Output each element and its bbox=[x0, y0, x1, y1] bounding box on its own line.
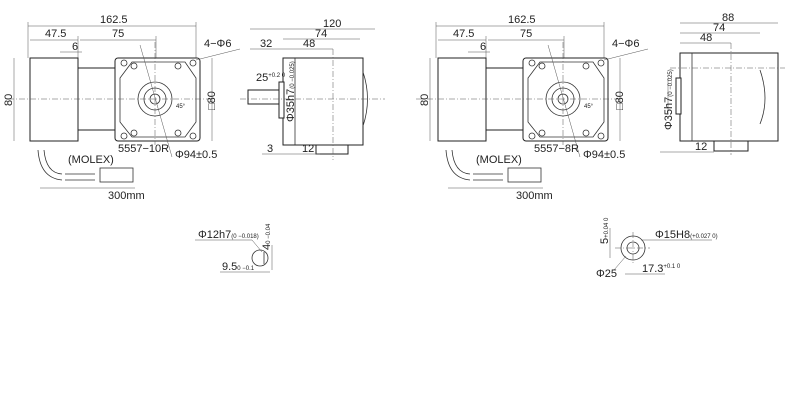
dim-gearbox: 47.5 bbox=[453, 28, 474, 40]
dim-pcd: Φ94±0.5 bbox=[583, 149, 625, 161]
dim-bore-dia: Φ15H8(+0.027 0) bbox=[655, 229, 718, 241]
label-holes: 4−Φ6 bbox=[204, 38, 231, 50]
dim-gearbox: 47.5 bbox=[45, 28, 66, 40]
label-molex: (MOLEX) bbox=[68, 154, 114, 166]
dim-flange-thickness: 3 bbox=[267, 143, 273, 155]
label-angle: 45° bbox=[176, 104, 186, 110]
label-holes: 4−Φ6 bbox=[612, 38, 639, 50]
label-molex: (MOLEX) bbox=[476, 154, 522, 166]
dim-shaft-dia: Φ35h7(0 −0.025) bbox=[663, 69, 675, 130]
dim-cable: 300mm bbox=[516, 190, 553, 202]
dim-square: □80 bbox=[614, 91, 626, 110]
dim-cable: 300mm bbox=[108, 190, 145, 202]
dim-foot: 12 bbox=[302, 143, 314, 155]
left-front-view: 162.5 47.5 75 6 80 □80 4−Φ6 45° 5557−10R… bbox=[3, 14, 241, 202]
dim-height: 80 bbox=[419, 94, 431, 106]
dim-key: 25+0.2 0 bbox=[256, 72, 286, 84]
label-connector: 5557−8R bbox=[534, 143, 579, 155]
right-side-view: 88 74 48 Φ35h7(0 −0.025) 12 bbox=[660, 12, 785, 155]
dim-key-height: 40 −0.04 bbox=[261, 223, 273, 250]
dim-key-width: 5+0.04 0 bbox=[599, 217, 611, 244]
left-side-view: 120 74 32 48 25+0.2 0 Φ35h7(0 −0.025) 3 … bbox=[240, 18, 385, 160]
label-connector: 5557−10R bbox=[118, 143, 169, 155]
dim-overall-length: 162.5 bbox=[508, 14, 536, 26]
bore-detail: 5+0.04 0 Φ15H8(+0.027 0) Φ25 17.3+0.1 0 bbox=[596, 217, 718, 280]
dim-depth: 17.3+0.1 0 bbox=[642, 263, 681, 275]
label-angle: 45° bbox=[584, 104, 594, 110]
dim-side-overall: 120 bbox=[323, 18, 341, 30]
dim-side-body: 74 bbox=[713, 22, 725, 34]
dim-shaft-length: 32 bbox=[260, 38, 272, 50]
dim-foot: 12 bbox=[695, 141, 707, 153]
dim-outer-dia: Φ25 bbox=[596, 268, 617, 280]
right-front-view: 162.5 47.5 75 6 80 □80 4−Φ6 45° 5557−8R … bbox=[416, 14, 649, 202]
dim-flange: 75 bbox=[112, 28, 124, 40]
dim-side-center: 48 bbox=[700, 32, 712, 44]
dim-square: □80 bbox=[206, 91, 218, 110]
dim-side-center: 48 bbox=[303, 38, 315, 50]
dim-pcd: Φ94±0.5 bbox=[175, 149, 217, 161]
dim-overall-length: 162.5 bbox=[100, 14, 128, 26]
dim-side-body: 74 bbox=[315, 28, 327, 40]
shaft-detail: Φ12h7(0 −0.018) 40 −0.04 9.50 −0.1 bbox=[195, 223, 273, 273]
dim-shaft-dia: Φ12h7(0 −0.018) bbox=[198, 229, 259, 241]
dim-flange: 75 bbox=[520, 28, 532, 40]
dim-height: 80 bbox=[3, 94, 15, 106]
dim-gap: 6 bbox=[480, 41, 486, 53]
dim-flat: 9.50 −0.1 bbox=[222, 261, 255, 273]
dim-shaft-dia: Φ35h7(0 −0.025) bbox=[285, 61, 297, 122]
dim-gap: 6 bbox=[72, 41, 78, 53]
dim-side-overall: 88 bbox=[722, 12, 734, 24]
